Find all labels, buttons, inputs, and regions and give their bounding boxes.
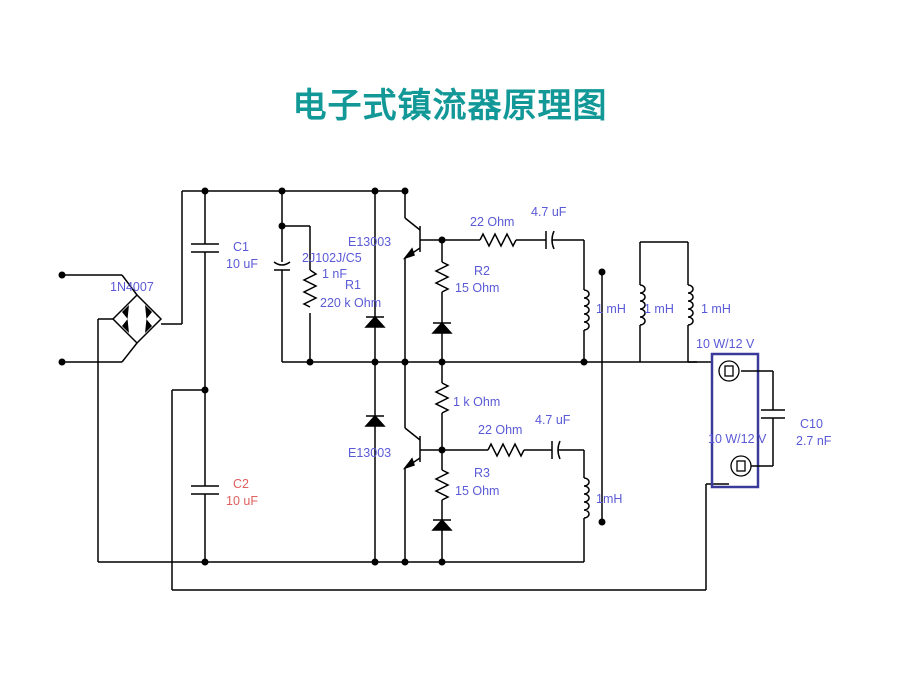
label-cap-value: 1 nF (322, 267, 347, 281)
label-r1-name: R1 (345, 278, 361, 292)
capacitor-c1 (191, 191, 219, 390)
label-r-base2: 22 Ohm (478, 423, 522, 437)
starter-rc (273, 191, 318, 362)
page-title: 电子式镇流器原理图 (292, 86, 608, 126)
label-c2-name: C2 (233, 477, 249, 491)
rails (97, 190, 729, 591)
ac-input (58, 271, 122, 366)
label-c2-value: 10 uF (226, 494, 258, 508)
q1-base-network (442, 230, 590, 362)
label-r2-value: 15 Ohm (455, 281, 499, 295)
transistor-q2 (402, 362, 488, 562)
label-l-coupled-b: 1 mH (701, 302, 731, 316)
label-c-base1: 4.7 uF (531, 205, 567, 219)
label-c10-value: 2.7 nF (796, 434, 832, 448)
label-lamp-top: 10 W/12 V (696, 337, 755, 351)
label-bridge: 1N4007 (110, 280, 154, 294)
resistor-r2 (431, 240, 453, 362)
label-c10-name: C10 (800, 417, 823, 431)
output-inductors (639, 241, 712, 363)
transistor-q1 (402, 191, 442, 362)
lamp (710, 352, 773, 489)
diac-diodes (364, 191, 386, 562)
label-l-drive2: 1mH (596, 492, 622, 506)
label-r-base1: 22 Ohm (470, 215, 514, 229)
label-l-drive1: 1 mH (596, 302, 626, 316)
resistor-r3 (431, 450, 584, 563)
label-c-base2: 4.7 uF (535, 413, 571, 427)
bridge-rectifier (98, 274, 182, 363)
label-r3-name: R3 (474, 466, 490, 480)
resistor-1k (434, 362, 450, 450)
label-lamp-bottom: 10 W/12 V (708, 432, 767, 446)
label-c1-value: 10 uF (226, 257, 258, 271)
capacitor-c2 (191, 390, 219, 562)
label-r2-name: R2 (474, 264, 490, 278)
label-l-coupled-a: 1 mH (644, 302, 674, 316)
label-r-mid: 1 k Ohm (453, 395, 500, 409)
label-c1-name: C1 (233, 240, 249, 254)
capacitor-c10 (761, 371, 785, 466)
label-q2: E13003 (348, 446, 391, 460)
label-cap-part: 2J102J/C5 (302, 251, 362, 265)
q2-base-network (487, 440, 590, 562)
junction-dots (201, 187, 588, 566)
label-q1: E13003 (348, 235, 391, 249)
label-r3-value: 15 Ohm (455, 484, 499, 498)
label-r1-value: 220 k Ohm (320, 296, 381, 310)
